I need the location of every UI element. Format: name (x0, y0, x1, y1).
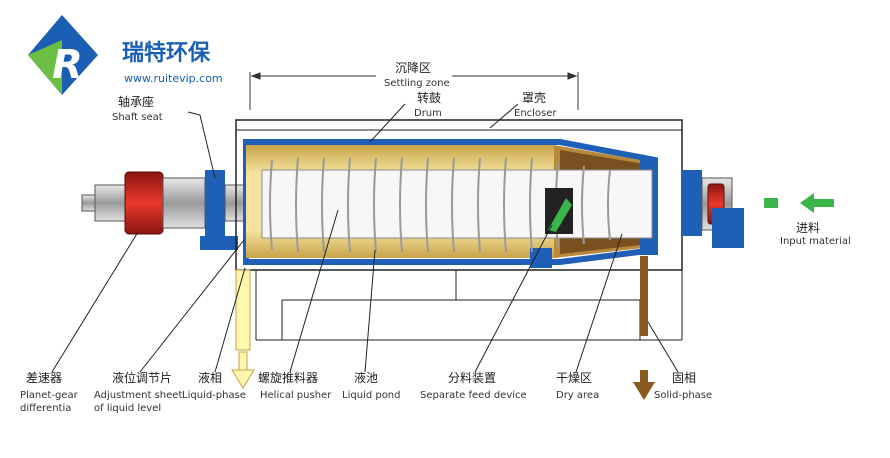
input-material-label-zh: 进料 (796, 221, 820, 235)
right-bearing-seat (682, 170, 744, 248)
settling-zone-dimension (249, 72, 579, 110)
input-material-label-en: Input material (780, 236, 851, 247)
helical-pusher-label-en: Helical pusher (260, 390, 332, 401)
planet-gear-label-en2: differentia (20, 403, 71, 414)
adjustment-sheet-label-en1: Adjustment sheet (94, 390, 182, 401)
separate-feed-label-zh: 分料装置 (448, 371, 496, 385)
feed-arrow-icon (548, 198, 572, 232)
planet-gear-assembly (81, 171, 206, 235)
brand-url[interactable]: www.ruitevip.com (124, 72, 223, 85)
liquid-phase-label-zh: 液相 (198, 370, 222, 385)
planet-gear-label-zh: 差速器 (26, 371, 62, 385)
planet-gear-label-en1: Planet-gear (20, 390, 79, 401)
solid-phase-label-en: Solid-phase (654, 390, 712, 401)
liquid-phase-label-en: Liquid-phase (182, 390, 246, 401)
settling-zone-label-en: Settling zone (384, 78, 450, 89)
liquid-pond-label-zh: 液池 (354, 370, 378, 385)
base-stand (255, 270, 683, 341)
shaft-seat-label-en: Shaft seat (112, 112, 163, 123)
helical-pusher-label-zh: 螺旋推料器 (258, 371, 318, 385)
input-arrow-icon (800, 193, 834, 213)
adjustment-sheet-label-en2: of liquid level (94, 403, 161, 414)
liquid-down-arrow-icon (231, 369, 255, 389)
encloser-label-en: Encloser (514, 108, 557, 119)
drum-label-en: Drum (414, 108, 442, 119)
solid-phase-outlet (633, 256, 655, 400)
dry-area-label-zh: 干燥区 (556, 371, 592, 385)
adjustment-sheet-label-zh: 液位调节片 (112, 370, 172, 385)
input-material-arrow (764, 193, 834, 213)
drum-label-zh: 转鼓 (417, 90, 441, 105)
solid-down-arrow-icon (633, 382, 655, 400)
liquid-phase-outlet (231, 269, 255, 389)
logo-letter: R (52, 42, 83, 88)
gear-red-housing (124, 171, 164, 235)
settling-zone-label-zh: 沉降区 (395, 61, 431, 75)
shaft-seat-label-zh: 轴承座 (118, 94, 154, 109)
left-bearing-seat (200, 170, 248, 250)
liquid-pond-label-en: Liquid pond (342, 390, 401, 401)
dry-area-label-en: Dry area (556, 390, 599, 401)
encloser-label-zh: 罩壳 (522, 91, 546, 105)
helical-pusher (261, 157, 653, 253)
leader-lines (51, 103, 679, 373)
solid-phase-label-zh: 固相 (672, 371, 696, 385)
brand-logo: R 瑞特环保 www.ruitevip.com (28, 15, 223, 95)
separate-feed-label-en: Separate feed device (420, 390, 527, 401)
brand-name: 瑞特环保 (122, 40, 211, 66)
logo-leaf-icon (28, 40, 62, 95)
